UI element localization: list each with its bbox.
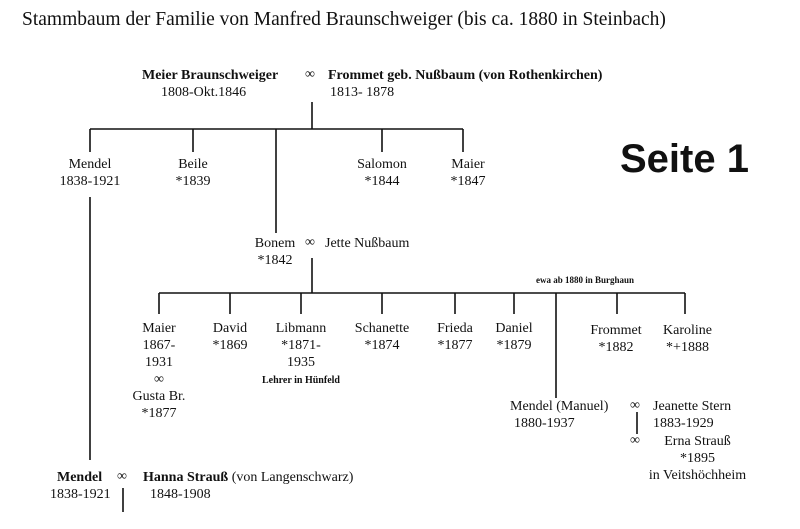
- root-wife-dates: 1813- 1878: [330, 85, 395, 100]
- marriage-symbol: ∞: [305, 235, 315, 250]
- marriage-symbol: ∞: [117, 469, 127, 484]
- person-schanette: Schanette*1874: [354, 321, 410, 353]
- person-mendel-manuel: Mendel (Manuel)1880-1937: [510, 399, 609, 431]
- note-burghaun: ewa ab 1880 in Burghaun: [536, 275, 635, 285]
- spouse-jette: Jette Nußbaum: [325, 236, 410, 251]
- person-salomon: Salomon*1844: [357, 157, 407, 189]
- root-wife-name: Frommet geb. Nußbaum (von Rothenkirchen): [328, 68, 603, 83]
- person-david: David*1869: [212, 321, 248, 353]
- marriage-symbol: ∞: [630, 433, 640, 448]
- page-title: Stammbaum der Familie von Manfred Brauns…: [22, 9, 666, 30]
- marriage-symbol: ∞: [305, 67, 315, 82]
- person-daniel: Daniel*1879: [495, 321, 533, 353]
- bottom-wife-dates: 1848-1908: [150, 487, 211, 502]
- person-frieda: Frieda*1877: [437, 321, 473, 353]
- page-label: Seite 1: [620, 137, 749, 181]
- person-maier: Maier*1847: [450, 157, 486, 189]
- person-frommet: Frommet*1882: [590, 323, 642, 355]
- bottom-wife: Hanna Strauß (von Langenschwarz): [143, 470, 354, 485]
- bottom-husband-dates: 1838-1921: [50, 487, 111, 502]
- person-karoline: Karoline*+1888: [663, 323, 712, 355]
- person-bonem: Bonem*1842: [254, 236, 296, 268]
- marriage-symbol: ∞: [630, 398, 640, 413]
- person-beile: Beile*1839: [175, 157, 211, 189]
- root-husband-dates: 1808-Okt.1846: [161, 85, 247, 100]
- bottom-husband-name: Mendel: [57, 470, 103, 485]
- root-husband-name: Meier Braunschweiger: [142, 68, 279, 83]
